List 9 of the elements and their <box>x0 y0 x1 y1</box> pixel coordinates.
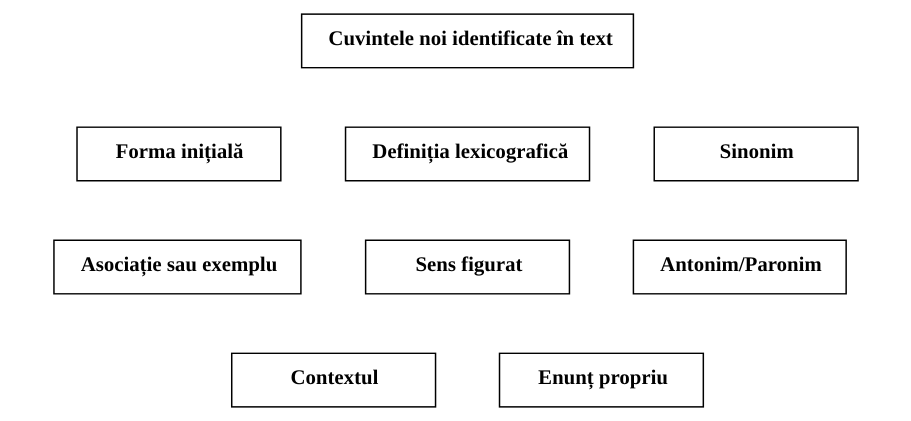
node-box: Forma inițială <box>76 126 282 182</box>
node-box: Antonim/Paronim <box>632 240 846 295</box>
node-box: Contextul <box>230 352 436 408</box>
node-box: Asociație sau exemplu <box>52 240 302 295</box>
node-box: Definiția lexicografică <box>344 126 590 182</box>
node-box: Enunț propriu <box>498 352 704 408</box>
node-box: Sinonim <box>653 126 858 182</box>
node-box: Sens figurat <box>364 240 570 295</box>
node-box: Cuvintele noi identificate în text <box>300 13 634 68</box>
